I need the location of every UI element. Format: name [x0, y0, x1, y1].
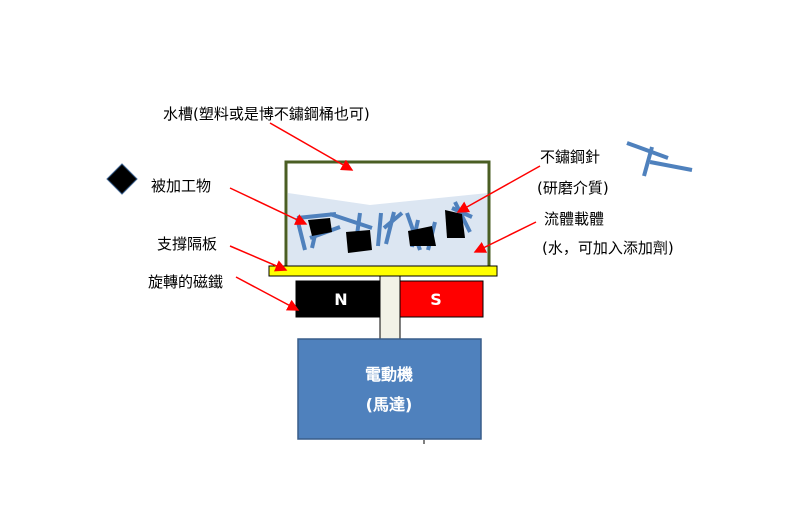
- fluid-note-label: (水，可加入添加劑): [542, 239, 674, 257]
- motor: [297, 338, 482, 440]
- workpiece-2: [346, 230, 372, 253]
- south-label: S: [430, 290, 442, 309]
- workpiece-group: [308, 210, 465, 253]
- support-plate: [268, 265, 498, 277]
- workpiece-label: 被加工物: [151, 177, 211, 195]
- arrow-workpiece: [229, 187, 308, 225]
- motor-label: 電動機: [365, 365, 413, 384]
- needle-6: [376, 212, 383, 247]
- fluid-label: 流體載體: [544, 210, 604, 228]
- shaft: [379, 275, 401, 340]
- abrasive-label: (研磨介質): [537, 179, 609, 197]
- needle-legend-icon: [626, 141, 693, 177]
- workpiece-4: [445, 210, 465, 238]
- workpiece-1: [308, 218, 332, 236]
- workpiece-3: [408, 226, 436, 246]
- needle-8: [384, 211, 396, 245]
- arrow-support: [229, 245, 288, 272]
- support-label: 支撐隔板: [157, 235, 217, 253]
- needle-label: 不鏽鋼針: [540, 148, 600, 166]
- arrow-tank: [269, 122, 354, 171]
- magnet-label: 旋轉的磁鐵: [148, 273, 223, 291]
- arrow-magnet: [235, 276, 300, 311]
- arrow-group: [229, 122, 541, 311]
- tank-label: 水槽(塑料或是博不鏽鋼桶也可): [163, 105, 370, 123]
- needle-4: [329, 212, 373, 230]
- arrow-needle: [456, 165, 541, 213]
- arrow-fluid: [473, 221, 537, 253]
- magnet-north: [295, 280, 381, 318]
- motor-note: (馬達): [366, 395, 413, 414]
- north-label: N: [334, 290, 347, 309]
- workpiece-legend-icon: [106, 163, 138, 195]
- magnet-south: [399, 280, 484, 318]
